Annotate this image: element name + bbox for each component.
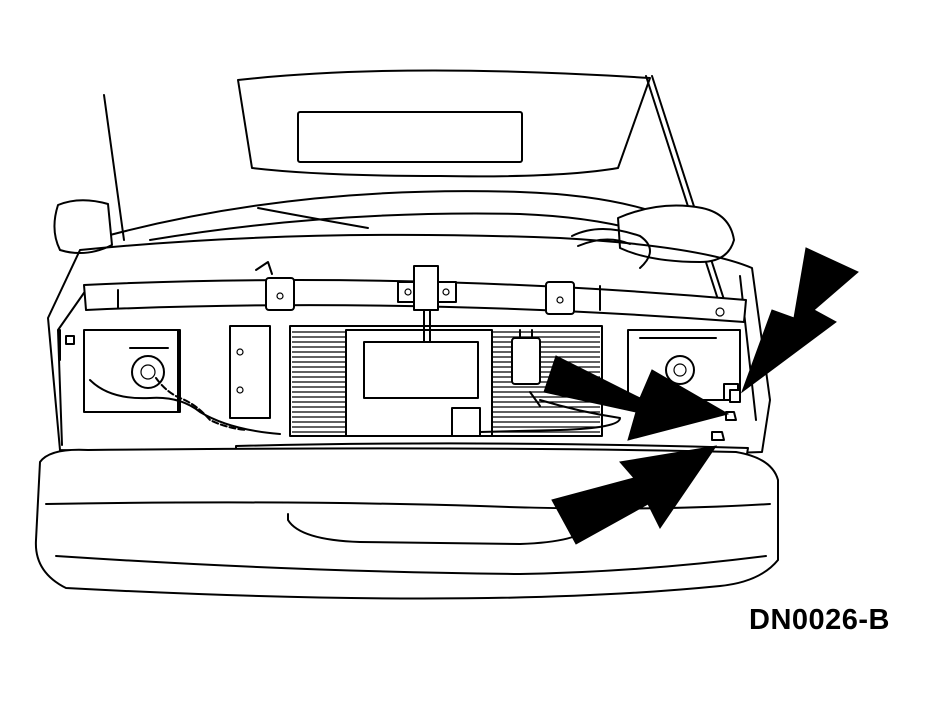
radiator-frame <box>289 325 603 437</box>
side-mirror-right <box>617 204 735 263</box>
raised-hood <box>237 69 651 178</box>
headlamp-left <box>83 325 271 419</box>
upper-radiator-hose <box>571 228 651 269</box>
callout-arrows <box>543 247 859 545</box>
callout-arrow-upper <box>740 247 859 394</box>
side-mirror-left <box>53 199 113 255</box>
fastener-bolts <box>711 389 741 441</box>
windshield-cowl <box>109 190 701 246</box>
hood-prop-rods <box>103 75 729 313</box>
front-bumper <box>34 447 779 600</box>
callout-arrow-lower <box>551 445 718 545</box>
callout-arrow-middle <box>543 355 730 441</box>
wiring-harness <box>59 329 281 435</box>
figure-label: DN0026-B <box>749 604 890 636</box>
radiator-core <box>292 331 600 433</box>
lower-harness-right <box>479 391 621 433</box>
